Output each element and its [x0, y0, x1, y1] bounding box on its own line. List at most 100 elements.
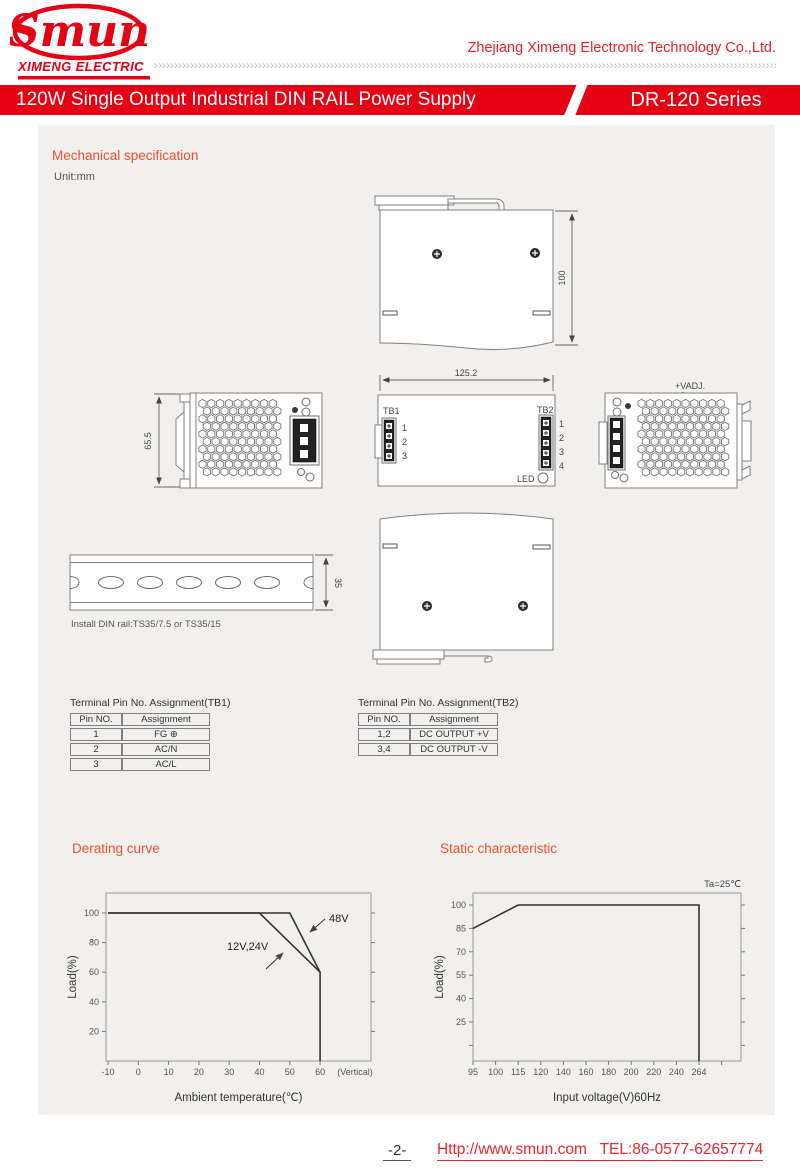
brand-name: Smun	[10, 6, 150, 57]
page-number: -2-	[383, 1142, 412, 1161]
logo-underline	[18, 76, 150, 80]
tb2-pin-1: 1	[559, 419, 564, 429]
svg-text:12V,24V: 12V,24V	[227, 941, 269, 953]
svg-text:200: 200	[624, 1067, 639, 1077]
svg-text:25: 25	[456, 1017, 466, 1027]
website-link[interactable]: Http://www.smun.com TEL:86-0577-62657774	[437, 1141, 764, 1161]
svg-text:60: 60	[315, 1067, 325, 1077]
mechanical-specification-title: Mechanical specification	[52, 148, 199, 163]
smun-logo: Smun XIMENG ELECTRIC	[10, 3, 150, 80]
screw-icon	[432, 249, 442, 259]
dim-depth-label: 65.5	[143, 432, 153, 450]
brand-subtitle: XIMENG ELECTRIC	[17, 59, 144, 74]
static-characteristic-chart: 25 40 55 70 85 100 95 100 115 120 140 160 180 200 220 2…	[434, 879, 745, 1104]
pin-table-header-cell: Pin NO.	[70, 713, 122, 726]
svg-text:85: 85	[456, 923, 466, 933]
svg-text:Load(%): Load(%)	[67, 955, 79, 999]
banner-slash-decoration	[561, 85, 590, 115]
unit-label: Unit:mm	[54, 171, 95, 183]
tb1-pin-table: Terminal Pin No. Assignment(TB1) Pin NO.…	[70, 697, 230, 773]
pin-table-cell: AC/L	[122, 758, 210, 771]
pin-table-header-cell: Assignment	[122, 713, 210, 726]
svg-text:100: 100	[488, 1067, 503, 1077]
tb1-label: TB1	[383, 406, 400, 416]
svg-text:140: 140	[556, 1067, 571, 1077]
svg-text:40: 40	[89, 997, 99, 1007]
logo-ellipse	[12, 3, 146, 61]
svg-text:100: 100	[451, 900, 466, 910]
screw-icon	[518, 601, 528, 611]
content-panel: 100 65.5	[38, 125, 775, 1115]
led-indicator-icon	[537, 472, 549, 484]
svg-text:160: 160	[578, 1067, 593, 1077]
static-characteristic-title: Static characteristic	[440, 841, 558, 856]
svg-text:115: 115	[511, 1067, 525, 1077]
svg-text:Ambient temperature(℃): Ambient temperature(℃)	[175, 1092, 303, 1104]
tb2-terminal	[538, 414, 554, 471]
svg-text:40: 40	[254, 1067, 264, 1077]
pin-table-title: Terminal Pin No. Assignment(TB1)	[70, 697, 231, 709]
pin-table-cell: 1	[70, 728, 122, 741]
drawings-canvas: 100 65.5	[67, 195, 752, 1104]
svg-text:55: 55	[456, 970, 466, 980]
svg-text:80: 80	[89, 938, 99, 948]
svg-text:20: 20	[194, 1067, 204, 1077]
svg-text:95: 95	[468, 1067, 478, 1077]
dim-height-label: 100	[557, 270, 567, 285]
svg-text:180: 180	[601, 1067, 616, 1077]
svg-text:10: 10	[164, 1067, 174, 1077]
svg-text:(Vertical): (Vertical)	[337, 1067, 373, 1077]
din-rail-drawing: 35 Install DIN rail:TS35/7.5 or TS35/15	[69, 554, 343, 630]
tb1-pin-2: 2	[402, 437, 407, 447]
svg-text:-10: -10	[101, 1067, 114, 1077]
vadj-label: +VADJ.	[675, 381, 705, 391]
pin-table-header-cell: Assignment	[410, 713, 498, 726]
tb2-pin-4: 4	[559, 461, 564, 471]
pin-table-cell: 1,2	[358, 728, 410, 741]
dim-rail-height-label: 35	[333, 578, 343, 588]
din-rail-note: Install DIN rail:TS35/7.5 or TS35/15	[71, 619, 221, 630]
front-view-drawing: 125.2 TB1 1 2 3 TB2	[374, 368, 564, 487]
derating-curve-title: Derating curve	[72, 841, 160, 856]
screw-icon	[422, 601, 432, 611]
svg-text:100: 100	[84, 908, 99, 918]
company-name: Zhejiang Ximeng Electronic Technology Co…	[467, 40, 776, 56]
tb2-pin-2: 2	[559, 433, 564, 443]
right-side-view-drawing: +VADJ.	[598, 381, 752, 489]
svg-text:220: 220	[646, 1067, 661, 1077]
pin-table-cell: DC OUTPUT -V	[410, 743, 498, 756]
svg-text:0: 0	[136, 1067, 141, 1077]
svg-text:120: 120	[533, 1067, 548, 1077]
dim-width-label: 125.2	[455, 368, 478, 378]
svg-text:30: 30	[224, 1067, 234, 1077]
tb2-label: TB2	[537, 405, 554, 415]
pin-table-title: Terminal Pin No. Assignment(TB2)	[358, 697, 519, 709]
svg-text:Input voltage(V)60Hz: Input voltage(V)60Hz	[553, 1092, 661, 1104]
led-label: LED	[517, 474, 535, 484]
pin-table-cell: DC OUTPUT +V	[410, 728, 498, 741]
svg-text:Load(%): Load(%)	[434, 955, 446, 999]
tb2-pin-3: 3	[559, 447, 564, 457]
vent-honeycomb-pattern	[637, 398, 730, 477]
tb1-pin-1: 1	[402, 423, 407, 433]
pin-table-cell: 3	[70, 758, 122, 771]
svg-text:48V: 48V	[329, 913, 349, 925]
svg-text:70: 70	[456, 947, 466, 957]
pin-table-cell: 2	[70, 743, 122, 756]
page-header: Smun XIMENG ELECTRIC Zhejiang Ximeng Ele…	[0, 0, 800, 85]
tb2-pin-table: Terminal Pin No. Assignment(TB2) Pin NO.…	[358, 697, 518, 758]
svg-text:Ta=25℃: Ta=25℃	[704, 879, 741, 890]
series-name: DR-120 Series	[630, 89, 762, 111]
screw-icon	[530, 248, 540, 258]
svg-text:40: 40	[456, 994, 466, 1004]
svg-text:20: 20	[89, 1026, 99, 1036]
page-footer: -2- Http://www.smun.com TEL:86-0577-6265…	[0, 1140, 800, 1170]
pin-table-cell: FG ⊕	[122, 728, 210, 741]
svg-text:240: 240	[669, 1067, 684, 1077]
svg-text:60: 60	[89, 967, 99, 977]
banner-title: 120W Single Output Industrial DIN RAIL P…	[16, 89, 476, 110]
top-view-drawing: 100	[374, 195, 578, 351]
